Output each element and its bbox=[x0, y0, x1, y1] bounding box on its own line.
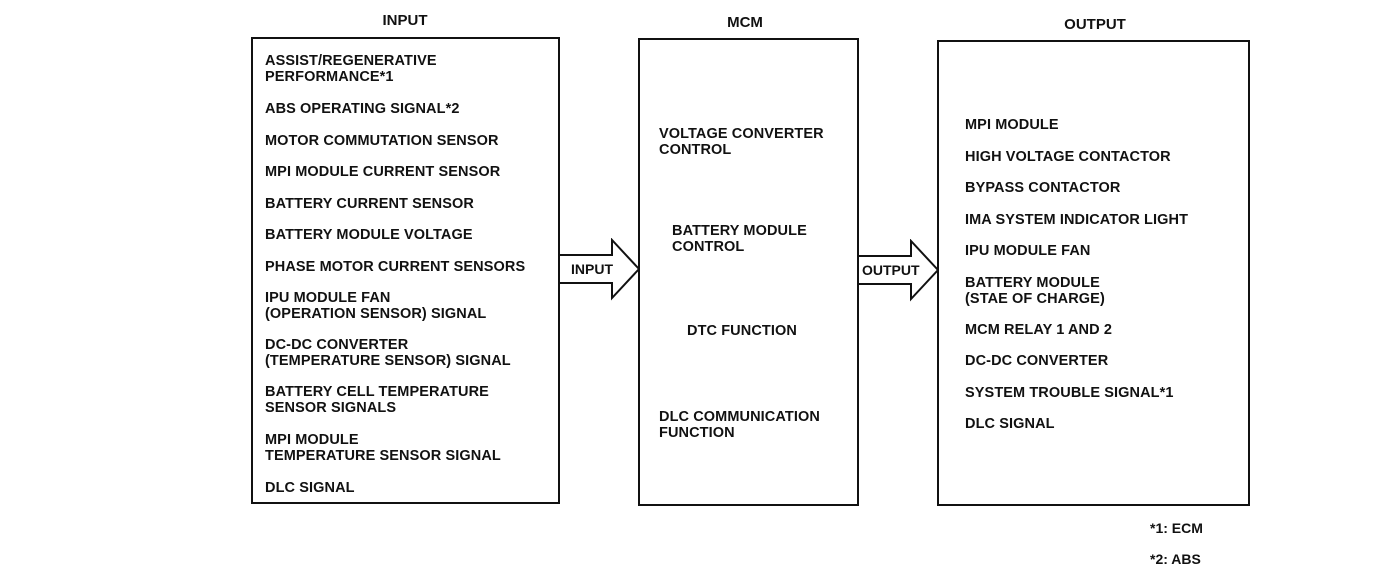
output-item: MCM RELAY 1 AND 2 bbox=[965, 322, 1112, 338]
footnote-ecm: *1: ECM bbox=[1150, 520, 1203, 536]
output-item: DC-DC CONVERTER bbox=[965, 353, 1109, 369]
input-header: INPUT bbox=[382, 12, 428, 29]
mcm-item: VOLTAGE CONVERTER CONTROL bbox=[659, 126, 824, 158]
mcm-header: MCM bbox=[727, 14, 763, 31]
footnote-abs: *2: ABS bbox=[1150, 551, 1201, 567]
input-item: DLC SIGNAL bbox=[265, 480, 355, 496]
output-item: SYSTEM TROUBLE SIGNAL*1 bbox=[965, 385, 1174, 401]
input-arrow bbox=[558, 238, 641, 301]
output-arrow bbox=[857, 239, 940, 302]
output-item: BYPASS CONTACTOR bbox=[965, 180, 1121, 196]
input-item: MOTOR COMMUTATION SENSOR bbox=[265, 133, 499, 149]
mcm-item: DLC COMMUNICATION FUNCTION bbox=[659, 409, 820, 441]
input-item: BATTERY MODULE VOLTAGE bbox=[265, 227, 473, 243]
output-item: MPI MODULE bbox=[965, 117, 1059, 133]
input-item: MPI MODULE CURRENT SENSOR bbox=[265, 164, 501, 180]
output-item: IMA SYSTEM INDICATOR LIGHT bbox=[965, 212, 1189, 228]
input-item: BATTERY CURRENT SENSOR bbox=[265, 196, 474, 212]
output-box: MPI MODULE HIGH VOLTAGE CONTACTOR BYPASS… bbox=[937, 40, 1250, 506]
input-item: BATTERY CELL TEMPERATURE SENSOR SIGNALS bbox=[265, 384, 489, 416]
output-item: BATTERY MODULE (STAE OF CHARGE) bbox=[965, 275, 1105, 307]
output-item: DLC SIGNAL bbox=[965, 416, 1055, 432]
input-item: DC-DC CONVERTER (TEMPERATURE SENSOR) SIG… bbox=[265, 337, 511, 369]
input-item: ABS OPERATING SIGNAL*2 bbox=[265, 101, 460, 117]
input-item: ASSIST/REGENERATIVE PERFORMANCE*1 bbox=[265, 53, 437, 85]
input-item: IPU MODULE FAN (OPERATION SENSOR) SIGNAL bbox=[265, 290, 487, 322]
mcm-item: DTC FUNCTION bbox=[687, 323, 797, 339]
mcm-item: BATTERY MODULE CONTROL bbox=[672, 223, 807, 255]
mcm-box: VOLTAGE CONVERTER CONTROL BATTERY MODULE… bbox=[638, 38, 859, 506]
output-header: OUTPUT bbox=[1064, 16, 1126, 33]
input-item: PHASE MOTOR CURRENT SENSORS bbox=[265, 259, 526, 275]
input-item: MPI MODULE TEMPERATURE SENSOR SIGNAL bbox=[265, 432, 501, 464]
output-item: IPU MODULE FAN bbox=[965, 243, 1091, 259]
input-box: ASSIST/REGENERATIVE PERFORMANCE*1 ABS OP… bbox=[251, 37, 560, 504]
input-arrow-label: INPUT bbox=[571, 261, 613, 277]
output-item: HIGH VOLTAGE CONTACTOR bbox=[965, 149, 1171, 165]
output-arrow-label: OUTPUT bbox=[862, 262, 920, 278]
